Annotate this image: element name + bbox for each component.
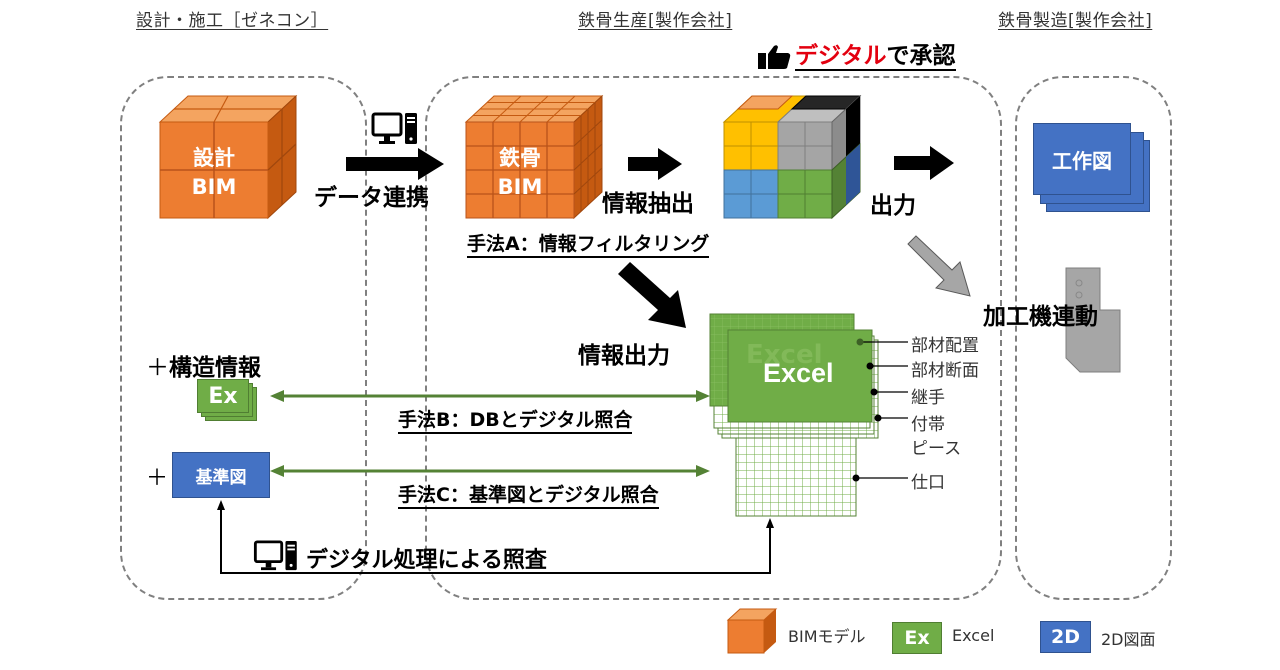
filtered-bim-cube-icon bbox=[722, 94, 862, 220]
legend-bim-label: BIMモデル bbox=[788, 627, 866, 646]
callout-member-layout: 部材配置 bbox=[911, 336, 979, 356]
excel-main-label: Excel bbox=[763, 358, 834, 388]
header-steel-production: 鉄骨生産[製作会社] bbox=[578, 11, 733, 31]
callout-joint: 継手 bbox=[911, 388, 945, 408]
info-output-arrow bbox=[618, 262, 686, 328]
approval-heading: デジタルで承認 bbox=[757, 40, 956, 74]
output-label: 出力 bbox=[870, 193, 916, 219]
header-steel-fabrication: 鉄骨製造[製作会社] bbox=[998, 11, 1153, 31]
extract-arrow bbox=[628, 148, 682, 180]
computer-icon bbox=[253, 540, 297, 571]
legend-excel-label: Excel bbox=[952, 626, 995, 645]
digital-check-label: デジタル処理による照査 bbox=[306, 548, 547, 573]
data-link-label: データ連携 bbox=[314, 185, 429, 211]
method-a-label: 手法A：情報フィルタリング bbox=[467, 233, 710, 258]
approval-highlight: デジタル bbox=[795, 42, 887, 69]
steel-bim-cube-icon bbox=[464, 94, 604, 220]
bim-cube-icon bbox=[726, 608, 778, 654]
info-output-label: 情報出力 bbox=[578, 343, 670, 369]
structure-info-label: ＋構造情報 bbox=[146, 355, 261, 381]
zone-steel-production bbox=[425, 76, 1002, 600]
machine-link-label: 加工機連動 bbox=[983, 304, 1098, 330]
legend-2d-badge: 2D bbox=[1040, 621, 1091, 653]
legend-excel-badge: Ex bbox=[892, 622, 942, 654]
callout-attachment: 付帯 bbox=[911, 415, 945, 435]
machine-link-arrow bbox=[907, 235, 971, 297]
method-b-label: 手法B：DBとデジタル照合 bbox=[398, 409, 633, 434]
callout-leaders bbox=[852, 338, 908, 482]
zone-steel-fabrication bbox=[1015, 76, 1172, 600]
thumbs-up-icon bbox=[758, 45, 791, 69]
shop-drawing-box: 工作図 bbox=[1033, 123, 1131, 195]
design-bim-cube-icon bbox=[158, 94, 298, 220]
approval-rest: で承認 bbox=[886, 42, 956, 69]
computer-icon bbox=[371, 112, 417, 144]
digital-check-connector bbox=[217, 500, 774, 574]
extract-label: 情報抽出 bbox=[602, 191, 694, 217]
legend-2d-label: 2D図面 bbox=[1101, 630, 1156, 649]
excel-sheet-stack bbox=[709, 313, 879, 517]
method-c-label: 手法C：基準図とデジタル照合 bbox=[398, 484, 659, 509]
method-c-arrow bbox=[270, 465, 710, 477]
reference-drawing-box: 基準図 bbox=[172, 452, 270, 498]
callout-member-section: 部材断面 bbox=[911, 361, 979, 381]
data-link-arrow bbox=[346, 148, 444, 180]
zone-general-contractor bbox=[120, 76, 367, 600]
reference-plus: ＋ bbox=[146, 466, 169, 491]
steel-plate-icon bbox=[1065, 267, 1121, 373]
output-arrow bbox=[894, 146, 954, 180]
method-b-arrow bbox=[270, 390, 710, 402]
callout-connection: 仕口 bbox=[911, 473, 945, 493]
header-general-contractor: 設計・施工［ゼネコン］ bbox=[136, 11, 329, 31]
excel-ghost-label: Excel bbox=[746, 340, 823, 370]
callout-piece: ピース bbox=[911, 439, 962, 459]
excel-badge-icon: Ex bbox=[197, 379, 249, 413]
